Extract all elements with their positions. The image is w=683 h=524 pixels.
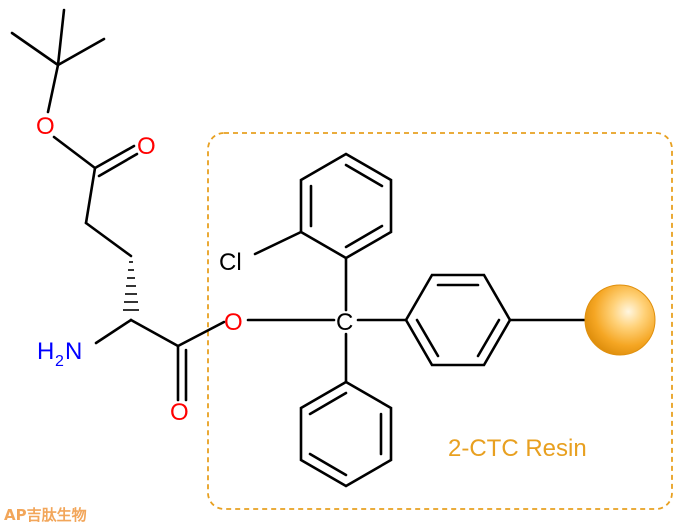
phenyl-ring-bottom [299,380,393,488]
chlorophenyl-ring [299,152,393,260]
amine-h: H [37,338,54,365]
amine-subscript: 2 [55,353,64,370]
resin-label: 2-CTC Resin [448,435,587,462]
trityl-carbon: C [336,309,353,336]
hashed-stereo-bond [123,261,139,311]
amine-n: N [65,338,82,365]
ester-oxygen-link: O [224,309,243,336]
tert-butyl-group [10,8,106,114]
phenyl-ring-right [404,273,512,367]
ester-oxygen-top: O [36,113,55,140]
resin-box [207,132,673,510]
watermark-logo: AP吉肽生物 [4,506,87,524]
resin-bead [584,284,656,356]
carbonyl-oxygen-bottom: O [170,399,189,426]
chlorine: Cl [219,249,242,276]
carbonyl-oxygen-top: O [137,133,156,160]
